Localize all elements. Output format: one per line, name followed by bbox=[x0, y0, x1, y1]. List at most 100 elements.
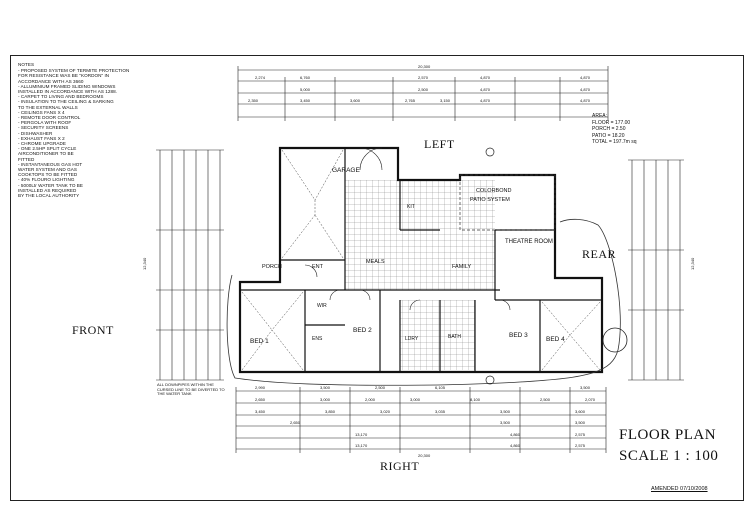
plan-scale: SCALE 1 : 100 bbox=[619, 448, 719, 464]
dim-bot-r2-1: 3,000 bbox=[320, 397, 331, 402]
dim-bot-r1-0: 2,990 bbox=[255, 385, 266, 390]
room-labels: GARAGE COLORBOND PATIO SYSTEM THEATRE RO… bbox=[250, 167, 565, 345]
area-summary: AREA: FLOOR = 177.00 PORCH = 2.50 PATIO … bbox=[592, 113, 637, 146]
dim-top-r3-6: 4,870 bbox=[580, 98, 591, 103]
dim-top-r3-5: 4,870 bbox=[480, 98, 491, 103]
garage-roof-lines bbox=[281, 149, 344, 259]
note-line: INSTALLED AS REQUIRED bbox=[18, 187, 77, 193]
side-label-left: LEFT bbox=[424, 137, 455, 151]
room-bath: BATH bbox=[448, 334, 461, 340]
dim-bot-r1-2: 2,500 bbox=[375, 385, 386, 390]
dim-bot-r1-1: 3,500 bbox=[320, 385, 331, 390]
note-line: INSTALLED IN ACCORDANCE WITH AS 1288. bbox=[18, 89, 118, 95]
dim-right-overall: 12,340 bbox=[690, 257, 695, 270]
room-bed1: BED 1 bbox=[250, 338, 269, 345]
room-kit: KIT bbox=[407, 204, 415, 210]
dim-top-r2-1: 2,500 bbox=[418, 87, 429, 92]
area-floor: FLOOR = 177.00 bbox=[592, 119, 631, 126]
area-patio: PATIO = 18.20 bbox=[592, 132, 625, 139]
water-tank bbox=[602, 327, 628, 353]
dim-bot-r3-5: 3,600 bbox=[575, 409, 586, 414]
room-bed3: BED 3 bbox=[509, 332, 528, 339]
interior-walls bbox=[240, 148, 602, 372]
dim-bot-r5-1: 4,860 bbox=[510, 432, 521, 437]
note-line: FOR RESISTANCE WAS BE "KORDON" IN bbox=[18, 73, 110, 79]
amended-date: AMENDED 07/10/2008 bbox=[651, 486, 708, 492]
note-line: FITTED bbox=[18, 156, 35, 162]
dim-top-r1-1: 6,760 bbox=[300, 75, 311, 80]
dim-bot-r5-0: 13,170 bbox=[355, 432, 368, 437]
dim-bot-r2-6: 2,070 bbox=[585, 397, 596, 402]
room-ent: ENT bbox=[312, 264, 324, 270]
room-wir: WIR bbox=[317, 303, 327, 309]
side-label-right: RIGHT bbox=[380, 459, 420, 473]
note-line: - INSULATION TO THE CEILING & SARKING bbox=[18, 99, 114, 105]
dimension-labels: 20,300 2,274 6,760 2,570 4,870 4,870 5,0… bbox=[142, 64, 695, 458]
note-line: - INSTANTANEOUS GAS HOT bbox=[18, 161, 83, 167]
dim-bot-r4-0: 2,650 bbox=[290, 420, 301, 425]
dim-bot-r2-4: 8,100 bbox=[470, 397, 481, 402]
top-dimension-lines bbox=[237, 66, 609, 121]
note-line: AIRCONDITIONER TO BE bbox=[18, 151, 74, 157]
note-line: WATER SYSTEM AND GAS bbox=[18, 167, 77, 173]
room-laundry: LDRY bbox=[405, 336, 419, 342]
dim-bot-r1-4: 3,500 bbox=[580, 385, 591, 390]
dim-bot-r2-2: 2,000 bbox=[365, 397, 376, 402]
dim-top-r3-3: 2,765 bbox=[405, 98, 416, 103]
exterior-walls bbox=[238, 146, 604, 374]
tiled-floor-area bbox=[345, 180, 495, 290]
note-line: - EXHAUST FANS X 2 bbox=[18, 135, 65, 141]
dim-top-r2-2: 4,870 bbox=[480, 87, 491, 92]
room-ens: ENS bbox=[312, 336, 323, 342]
section-markers bbox=[485, 147, 495, 385]
note-line: TO THE EXTERNAL WALLS bbox=[18, 104, 78, 110]
note-line: - SECURITY SCREENS bbox=[18, 125, 69, 131]
plan-title: FLOOR PLAN bbox=[619, 427, 717, 443]
dim-bot-r3-0: 3,450 bbox=[255, 409, 266, 414]
dim-top-r3-2: 3,600 bbox=[350, 98, 361, 103]
note-line: - CHROME UPGRADE bbox=[18, 141, 67, 147]
note-line: - CEILINGS FANS X 4 bbox=[18, 109, 65, 115]
note-line: COOKTOPS TO BE FITTED bbox=[18, 172, 78, 178]
dim-left-overall: 12,340 bbox=[142, 257, 147, 270]
room-meals: MEALS bbox=[366, 259, 385, 265]
side-label-front: FRONT bbox=[72, 323, 114, 337]
notes-heading: NOTES bbox=[18, 62, 35, 67]
dim-bot-r3-3: 3,035 bbox=[435, 409, 446, 414]
dim-top-overall: 20,300 bbox=[418, 64, 431, 69]
right-dimension-lines bbox=[628, 159, 684, 381]
dim-bot-r2-3: 3,000 bbox=[410, 397, 421, 402]
dim-top-r1-4: 4,870 bbox=[580, 75, 591, 80]
bottom-dimension-lines bbox=[235, 387, 607, 453]
dim-bot-r6-1: 4,860 bbox=[510, 443, 521, 448]
dim-bot-r3-2: 3,020 bbox=[380, 409, 391, 414]
dim-top-r1-2: 2,570 bbox=[418, 75, 429, 80]
dim-bot-r4-2: 3,500 bbox=[575, 420, 586, 425]
dim-bottom-overall: 20,300 bbox=[418, 453, 431, 458]
dim-bot-r3-4: 3,500 bbox=[500, 409, 511, 414]
left-dimension-lines bbox=[156, 149, 224, 381]
room-bed4: BED 4 bbox=[546, 336, 565, 343]
room-porch: PORCH bbox=[262, 264, 282, 270]
note-line: - ALLUMINIUM FRAMED SLIDING WINDOWS bbox=[18, 83, 116, 89]
note-line: - CARPET TO LIVING AND BEDROOMS bbox=[18, 94, 104, 100]
dim-bot-r6-2: 2,575 bbox=[575, 443, 586, 448]
tiled-wet-area bbox=[400, 300, 475, 370]
downpipe-boundary-line bbox=[226, 218, 621, 386]
room-bed2: BED 2 bbox=[353, 327, 372, 334]
room-patio-system: PATIO SYSTEM bbox=[470, 197, 510, 203]
note-line: - 40% FLOURO LIGHTING bbox=[18, 177, 75, 183]
room-garage: GARAGE bbox=[332, 167, 360, 174]
dim-top-r3-1: 3,450 bbox=[300, 98, 311, 103]
area-porch: PORCH = 2.50 bbox=[592, 126, 626, 132]
note-line: - 5000Ltr WATER TANK TO BE bbox=[18, 182, 84, 188]
dim-top-r2-3: 4,870 bbox=[580, 87, 591, 92]
area-total: TOTAL = 197.7m sq bbox=[592, 139, 637, 145]
dim-top-r3-4: 3,150 bbox=[440, 98, 451, 103]
dim-bot-r1-3: 6,105 bbox=[435, 385, 446, 390]
dim-bot-r2-0: 2,650 bbox=[255, 397, 266, 402]
note-line: - PROPOSED SYSTEM OF TERMITE PROTECTION bbox=[18, 68, 130, 74]
room-family: FAMILY bbox=[452, 264, 471, 270]
room-colorbond: COLORBOND bbox=[476, 188, 511, 194]
